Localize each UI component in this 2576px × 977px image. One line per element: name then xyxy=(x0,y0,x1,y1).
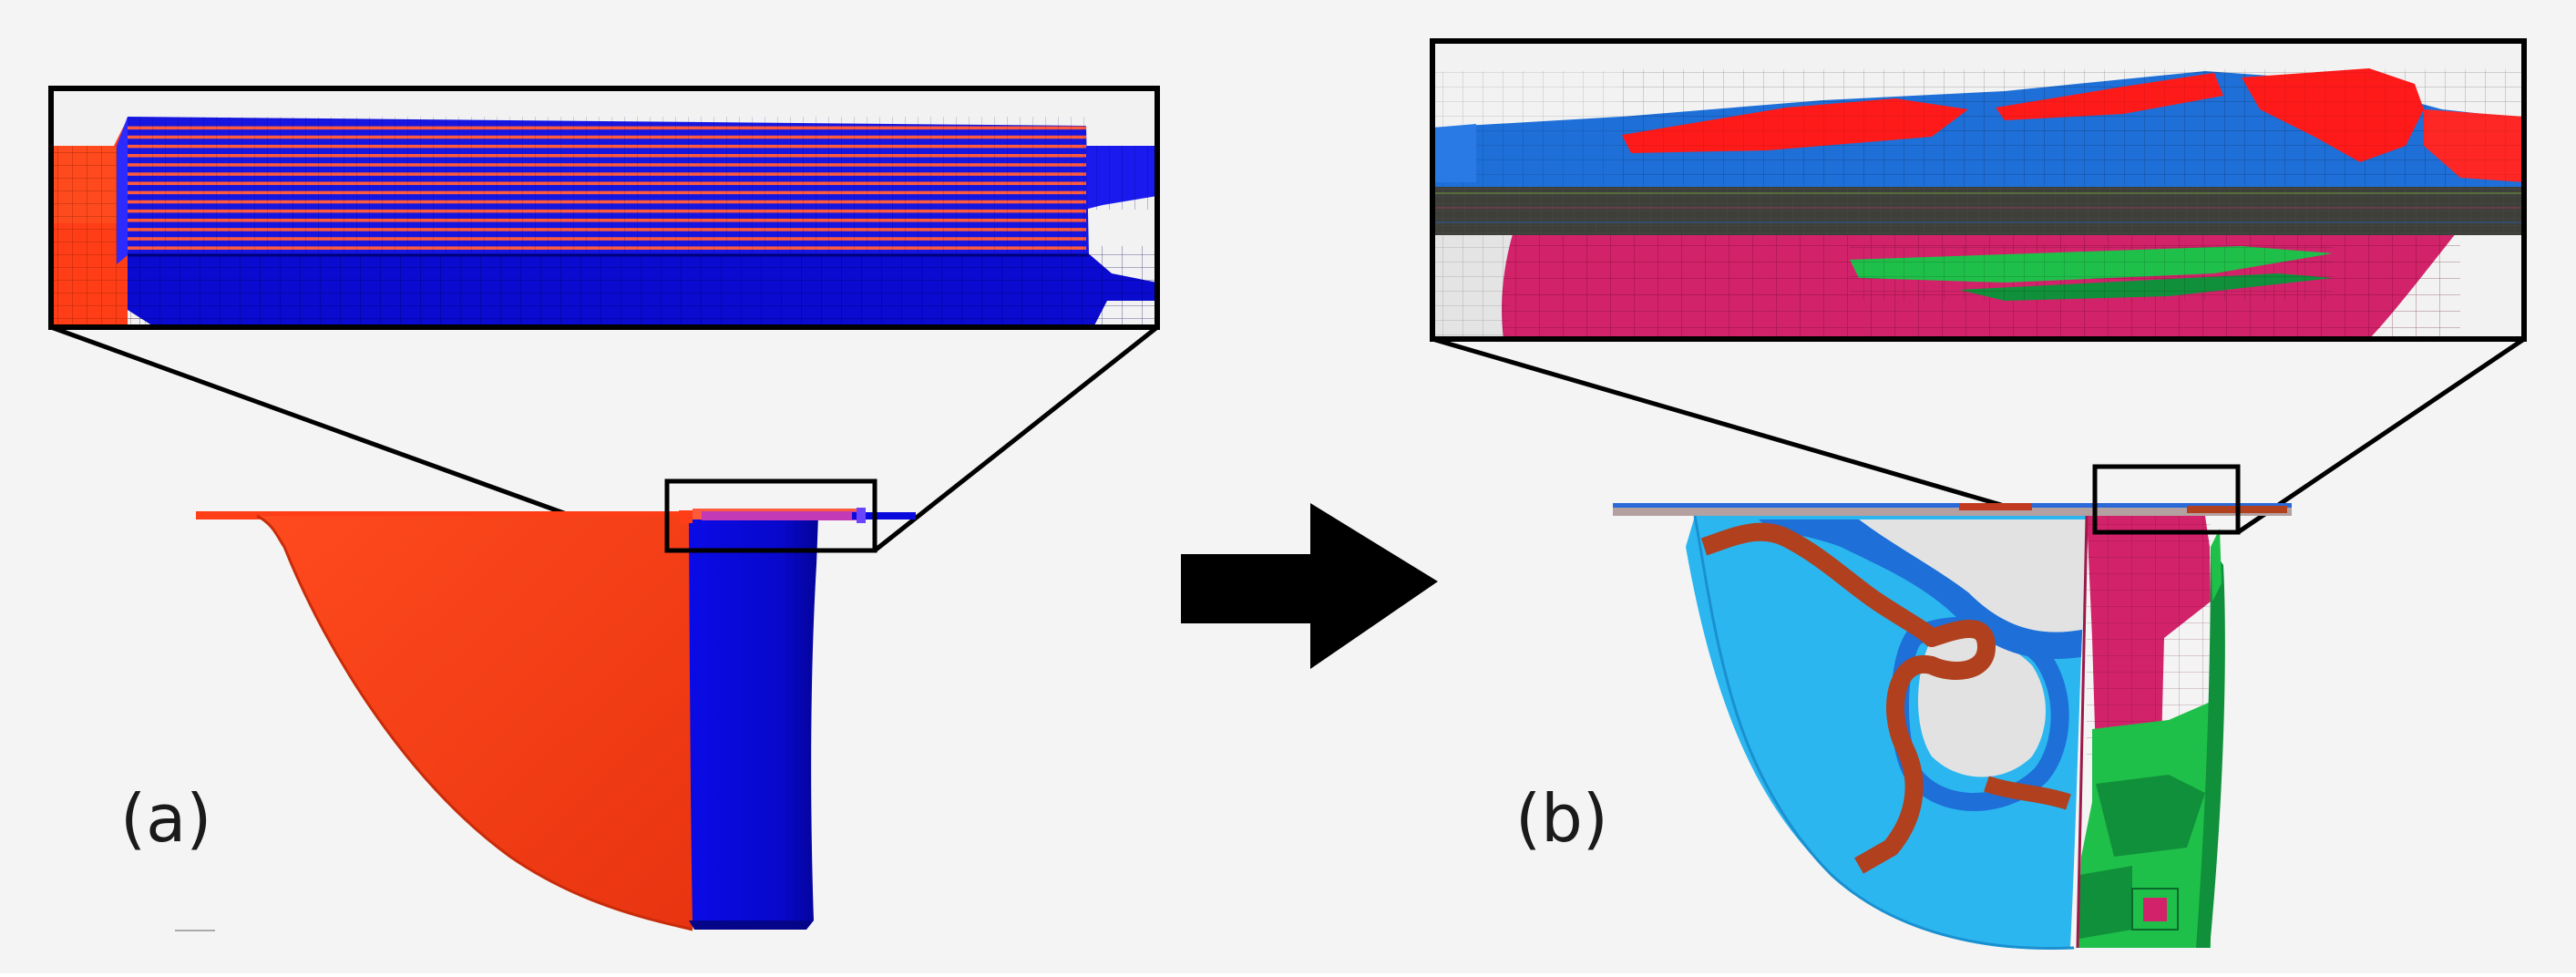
inset-b xyxy=(1432,41,2524,339)
zoom-box-b xyxy=(2092,464,2241,535)
panel-a-label: (a) xyxy=(120,780,212,857)
zoom-line-right xyxy=(873,325,1159,552)
right-arrow-icon xyxy=(1181,503,1438,669)
zoom-line-left-b xyxy=(1432,336,2096,535)
panel-a xyxy=(48,86,1160,931)
zoom-box-a xyxy=(664,478,877,553)
part-a xyxy=(196,508,916,931)
panel-b-label: (b) xyxy=(1515,780,1608,857)
inset-a xyxy=(51,88,1157,327)
inset-a-frame xyxy=(48,86,1160,330)
inset-b-frame xyxy=(1430,38,2527,342)
zoom-line-right-b xyxy=(2236,336,2526,535)
